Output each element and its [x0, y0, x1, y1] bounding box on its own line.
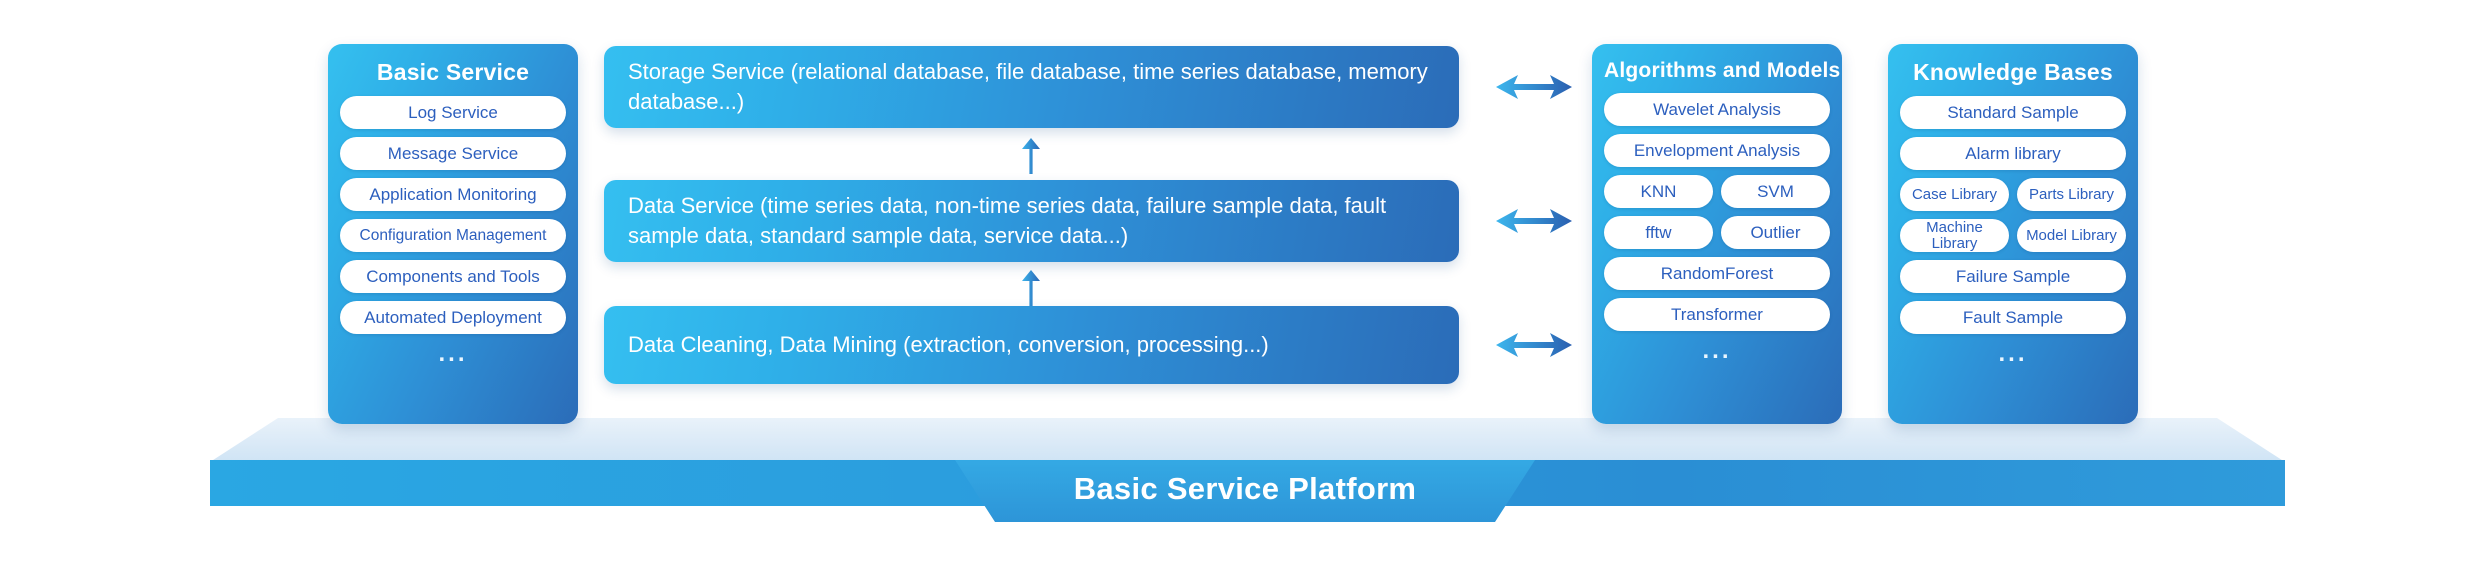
pill-model-library[interactable]: Model Library: [2017, 219, 2126, 252]
platform-banner-ribbon: Basic Service Platform: [955, 460, 1535, 522]
pill-configuration-management[interactable]: Configuration Management: [340, 219, 566, 252]
pill-parts-library[interactable]: Parts Library: [2017, 178, 2126, 211]
pill-wavelet-analysis[interactable]: Wavelet Analysis: [1604, 93, 1830, 126]
pill-application-monitoring[interactable]: Application Monitoring: [340, 178, 566, 211]
arrow-up-icon: [1020, 136, 1042, 174]
double-headed-arrow-icon: [1494, 204, 1574, 238]
pill-svm[interactable]: SVM: [1721, 175, 1830, 208]
pill-row-case-parts-library: Case Library Parts Library: [1900, 178, 2126, 219]
arrow-up-icon: [1020, 268, 1042, 306]
pill-fault-sample[interactable]: Fault Sample: [1900, 301, 2126, 334]
double-headed-arrow-icon: [1494, 70, 1574, 104]
column-title-knowledge-bases: Knowledge Bases: [1913, 59, 2113, 85]
more-indicator-knowledge-bases: ...: [1998, 340, 2028, 367]
pill-row-knn-svm: KNN SVM: [1604, 175, 1830, 216]
pill-failure-sample[interactable]: Failure Sample: [1900, 260, 2126, 293]
more-indicator-basic-service: ...: [438, 340, 468, 367]
more-indicator-algorithms: ...: [1702, 337, 1732, 364]
pill-alarm-library[interactable]: Alarm library: [1900, 137, 2126, 170]
platform-title: Basic Service Platform: [1073, 471, 1417, 506]
pill-message-service[interactable]: Message Service: [340, 137, 566, 170]
bar-storage-service-label: Storage Service (relational database, fi…: [628, 58, 1428, 114]
column-title-basic-service: Basic Service: [376, 59, 530, 85]
bar-data-cleaning-label: Data Cleaning, Data Mining (extraction, …: [628, 331, 1269, 357]
double-headed-arrow-icon: [1494, 328, 1574, 362]
column-basic-service[interactable]: Basic Service Log Service Message Servic…: [328, 44, 578, 424]
pill-automated-deployment[interactable]: Automated Deployment: [340, 301, 566, 334]
pill-envelopment-analysis[interactable]: Envelopment Analysis: [1604, 134, 1830, 167]
platform-top-surface: [210, 418, 2285, 462]
pill-outlier[interactable]: Outlier: [1721, 216, 1830, 249]
bar-storage-service[interactable]: Storage Service (relational database, fi…: [604, 46, 1459, 128]
pill-log-service[interactable]: Log Service: [340, 96, 566, 129]
column-knowledge-bases[interactable]: Knowledge Bases Standard Sample Alarm li…: [1888, 44, 2138, 424]
pill-fftw[interactable]: fftw: [1604, 216, 1713, 249]
pill-components-and-tools[interactable]: Components and Tools: [340, 260, 566, 293]
pill-randomforest[interactable]: RandomForest: [1604, 257, 1830, 290]
bar-data-cleaning[interactable]: Data Cleaning, Data Mining (extraction, …: [604, 306, 1459, 384]
pill-knn[interactable]: KNN: [1604, 175, 1713, 208]
pill-row-fftw-outlier: fftw Outlier: [1604, 216, 1830, 257]
pill-row-machine-model-library: Machine Library Model Library: [1900, 219, 2126, 260]
pill-standard-sample[interactable]: Standard Sample: [1900, 96, 2126, 129]
column-title-algorithms: Algorithms and Models: [1604, 59, 1841, 82]
pill-case-library[interactable]: Case Library: [1900, 178, 2009, 211]
pill-transformer[interactable]: Transformer: [1604, 298, 1830, 331]
bar-data-service[interactable]: Data Service (time series data, non-time…: [604, 180, 1459, 262]
column-algorithms-and-models[interactable]: Algorithms and Models Wavelet Analysis E…: [1592, 44, 1842, 424]
bar-data-service-label: Data Service (time series data, non-time…: [628, 192, 1387, 248]
pill-machine-library[interactable]: Machine Library: [1900, 219, 2009, 252]
